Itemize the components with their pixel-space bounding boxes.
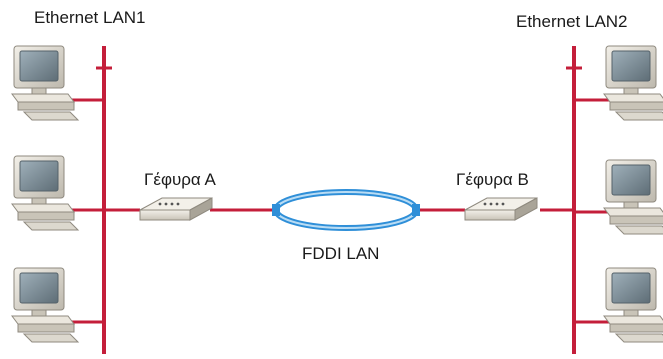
ethernet-lan1-backbone xyxy=(96,46,112,354)
bridge-device-icon xyxy=(139,197,213,221)
computer-icon xyxy=(11,155,80,231)
computers-group xyxy=(11,45,663,343)
computer-icon xyxy=(11,45,80,121)
lan1-label: Ethernet LAN1 xyxy=(34,8,146,27)
bridge-b-label: Γέφυρα Β xyxy=(456,170,529,189)
fddi-connector-left xyxy=(272,204,280,216)
fddi-label: FDDI LAN xyxy=(302,244,380,263)
computer-icon xyxy=(603,267,663,343)
computer-icon xyxy=(603,45,663,121)
bridge-a-label: Γέφυρα Α xyxy=(144,170,216,189)
computer-icon xyxy=(603,159,663,235)
lan2-label: Ethernet LAN2 xyxy=(516,12,628,31)
ethernet-lan2-backbone xyxy=(566,46,582,354)
bridge-device-icon xyxy=(464,197,538,221)
lan2-drop-cables xyxy=(574,98,610,324)
fddi-ring xyxy=(272,189,420,231)
computer-icon xyxy=(11,267,80,343)
fddi-connector-right xyxy=(412,204,420,216)
